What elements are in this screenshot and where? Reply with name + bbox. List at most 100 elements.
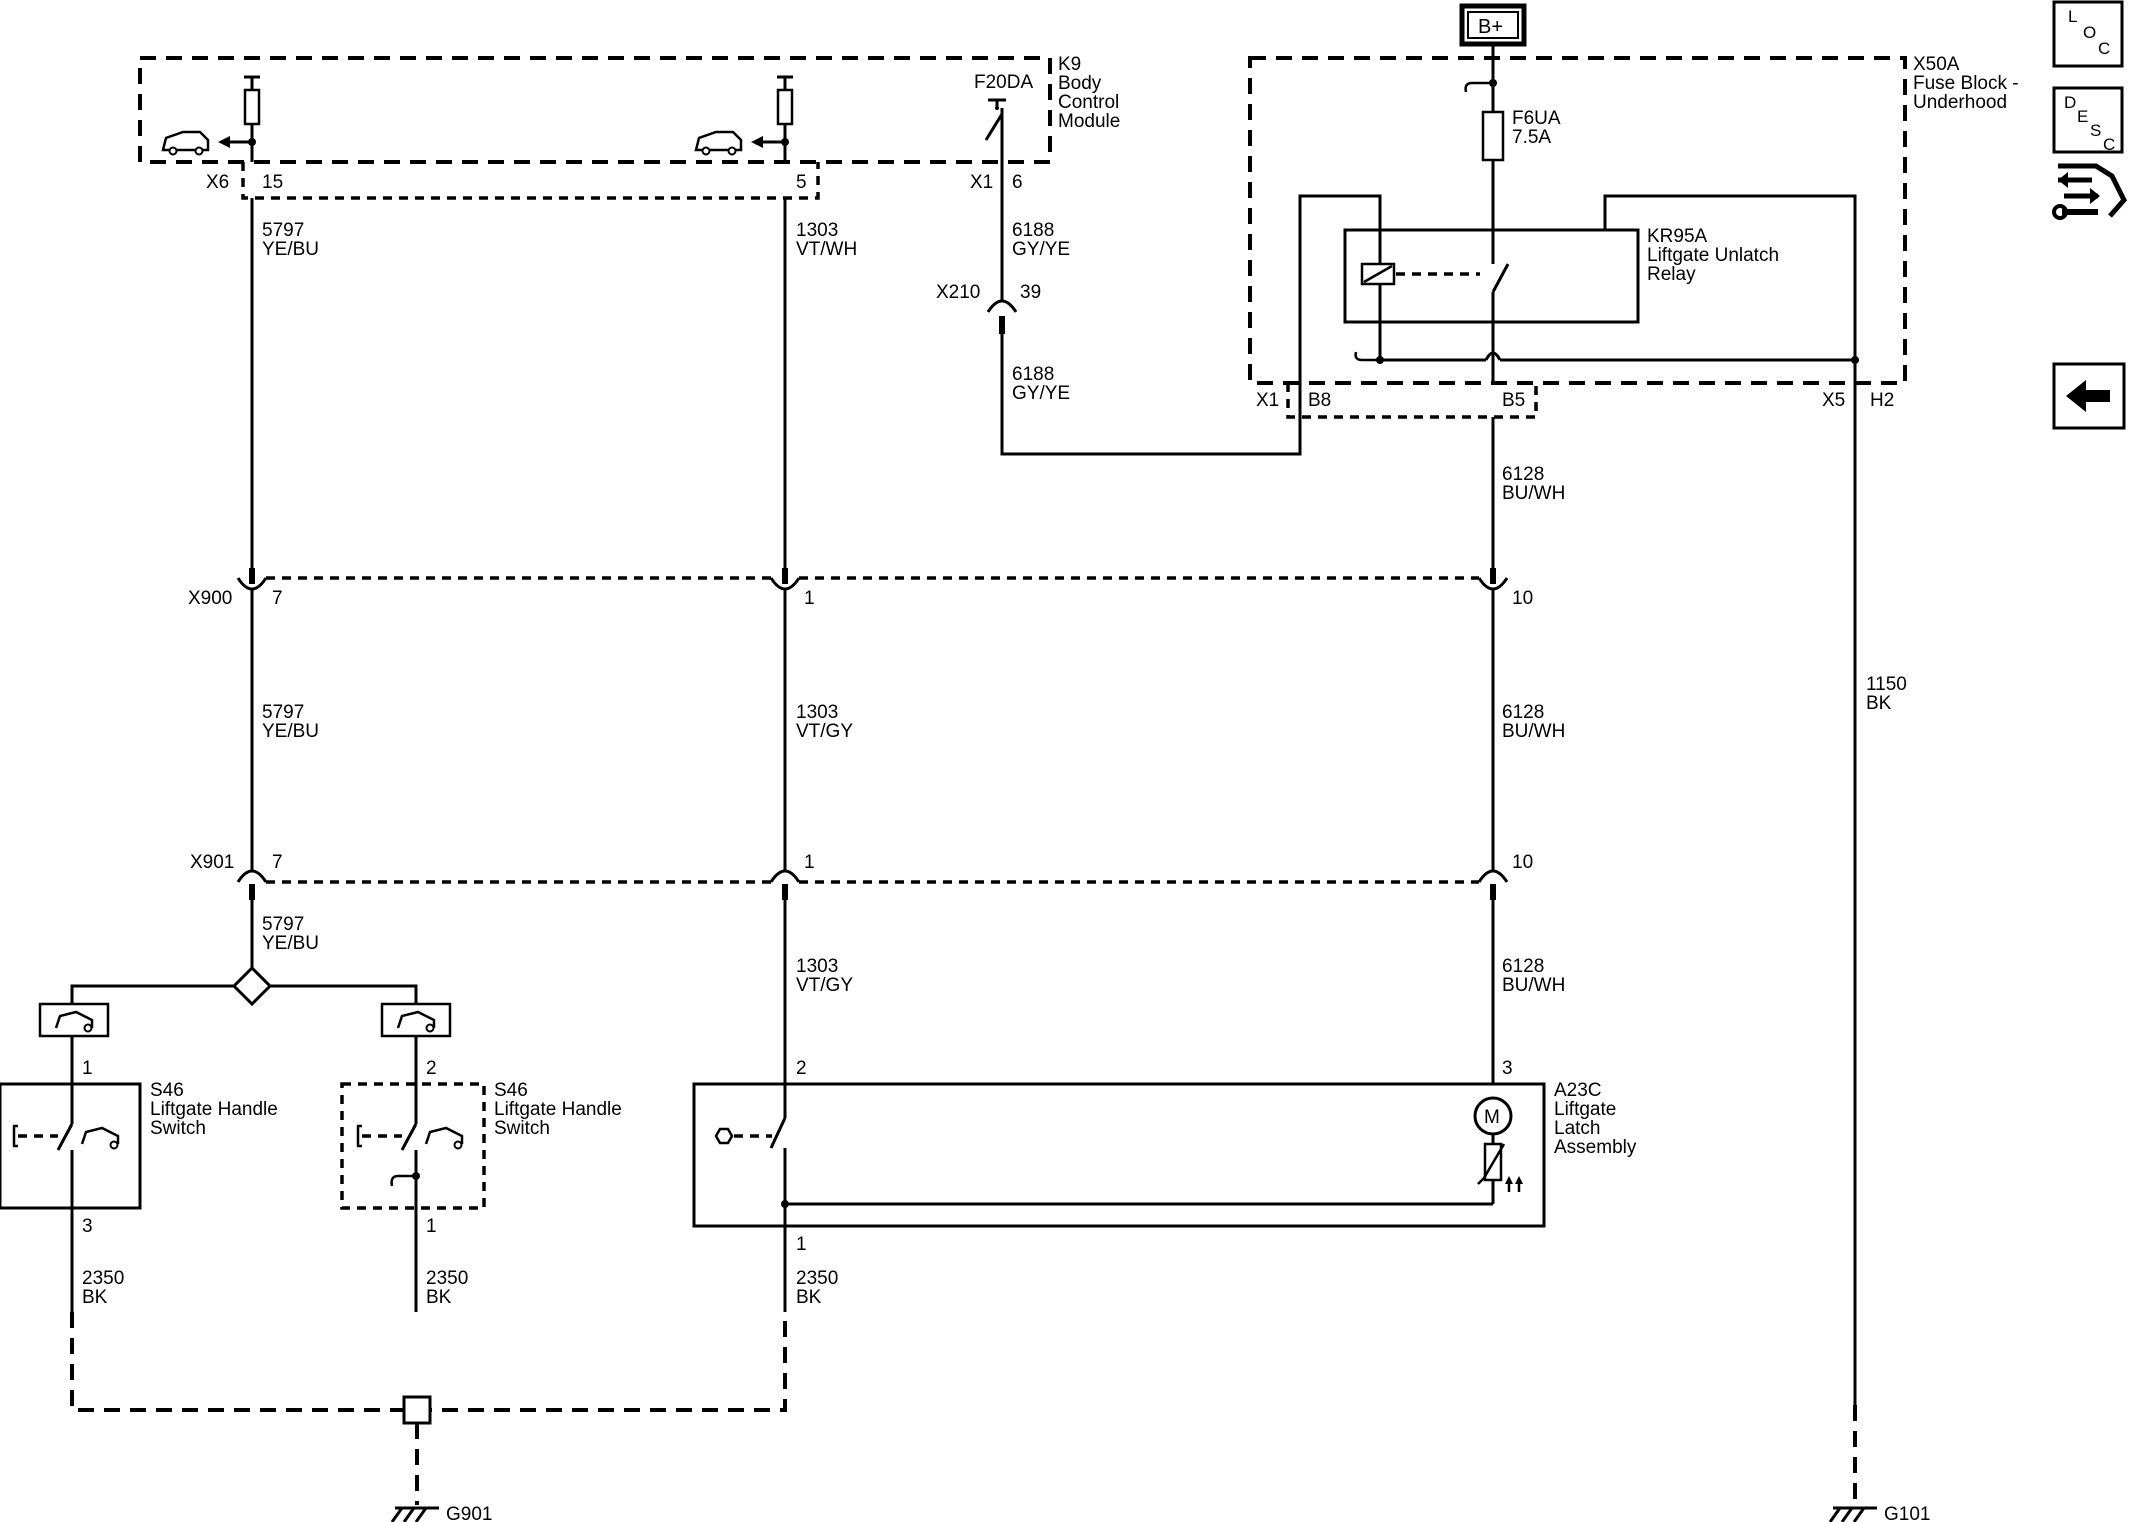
f20da-ref: F20DA [974,72,1033,93]
s46a-connector: 1 [38,1002,110,1084]
x901-pin1: 1 [804,852,815,873]
s46-liftgate-handle-switch-a: S46 Liftgate Handle Switch 3 [0,1080,278,1237]
a23c-line3: Assembly [1554,1137,1637,1158]
x50a-line2: Underhood [1913,92,2007,113]
diagnostic-wrench-icon[interactable] [2052,163,2127,220]
w2350c-color: BK [796,1287,822,1308]
liftgate-vehicle-icon [161,130,210,156]
s46a-pin-bottom: 3 [82,1216,93,1237]
x900-pin1: 1 [804,588,815,609]
bplus-label: B+ [1478,16,1503,38]
w6128c-circuit: 6128 [1502,956,1544,977]
x901-pin10: 10 [1512,852,1533,873]
k9-line1: Body [1058,73,1102,94]
back-arrow-button[interactable] [2052,362,2126,430]
w1150-color: BK [1866,693,1892,714]
location-view-button[interactable]: L O C [2052,0,2124,68]
s46b-connector: 2 [380,1002,452,1084]
w2350a-color: BK [82,1287,108,1308]
ground-g101: G101 [1828,1504,1930,1522]
w5797a-color: YE/BU [262,239,319,260]
a23c-liftgate-latch-assembly: A23C Liftgate Latch Assembly 2 3 1 M [692,1058,1637,1255]
w5797c-color: YE/BU [262,933,319,954]
w6128c-color: BU/WH [1502,975,1565,996]
w5797c-circuit: 5797 [262,914,304,935]
description-view-button[interactable]: D E S C [2052,86,2124,154]
battery-positive: B+ [1459,3,1527,58]
s46b-line2: Switch [494,1118,550,1139]
f6ua-ref: F6UA [1512,108,1561,129]
desc-e: E [2077,107,2088,126]
liftgate-vehicle-icon [694,130,743,156]
a23c-pin1: 1 [796,1234,807,1255]
loc-o: O [2083,23,2096,42]
ground-splice [402,1395,432,1425]
x901-ref: X901 [190,852,234,873]
w1303c-circuit: 1303 [796,956,838,977]
w1303a-color: VT/WH [796,239,857,260]
w1303b-color: VT/GY [796,721,853,742]
x210-pin: 39 [1020,282,1041,303]
x210-ref: X210 [936,282,980,303]
w1303a-circuit: 1303 [796,220,838,241]
w6188b-circuit: 6188 [1012,364,1054,385]
w6128a-circuit: 6128 [1502,464,1544,485]
w2350b-color: BK [426,1287,452,1308]
g901-label: G901 [446,1504,492,1522]
x900-pin7: 7 [272,588,283,609]
thermistor-icon [1477,1142,1523,1192]
f6ua-rating: 7.5A [1512,127,1551,148]
k9-body-control-module: K9 Body Control Module [138,54,1120,164]
x5-ref: X5 [1822,390,1845,411]
x1-fb-b5: B5 [1502,390,1525,411]
w6188a-color: GY/YE [1012,239,1070,260]
k9-ref: K9 [1058,54,1081,75]
k9-line2: Control [1058,92,1119,113]
s46b-ref: S46 [494,1080,528,1101]
w1303c-color: VT/GY [796,975,853,996]
x50a-line1: Fuse Block - [1913,73,2019,94]
s46b-pin-top: 2 [426,1058,437,1079]
k9-input-5 [694,75,794,162]
f20da-output: F20DA [974,72,1033,162]
desc-d: D [2064,93,2076,112]
w2350b-circuit: 2350 [426,1268,468,1289]
splice-pack [70,965,418,1007]
x50a-fuse-block: X50A Fuse Block - Underhood [1248,54,2019,385]
w6188b-color: GY/YE [1012,383,1070,404]
x901-connector: X901 7 1 10 [190,852,1533,900]
w5797b-circuit: 5797 [262,702,304,723]
x210-connector: X210 39 [936,282,1041,334]
motor-icon: M [1473,1096,1513,1136]
x50a-ref: X50A [1913,54,1960,75]
w5797b-color: YE/BU [262,721,319,742]
loc-l: L [2068,7,2077,26]
x6-pin5: 5 [796,172,807,193]
a23c-line1: Liftgate [1554,1099,1616,1120]
x6-pin15: 15 [262,172,283,193]
f6ua-fuse: F6UA 7.5A [1481,108,1561,162]
hex-actuator-icon [714,1127,734,1145]
w1303b-circuit: 1303 [796,702,838,723]
a23c-ref: A23C [1554,1080,1602,1101]
s46b-pin-bottom: 1 [426,1216,437,1237]
g101-label: G101 [1884,1504,1930,1522]
w2350c-circuit: 2350 [796,1268,838,1289]
kr95a-ref: KR95A [1647,226,1708,247]
desc-c: C [2103,135,2115,154]
x1-k9-ref: X1 [970,172,993,193]
w6128b-color: BU/WH [1502,721,1565,742]
x1-fb-b8: B8 [1308,390,1331,411]
back-arrow-icon [2066,380,2110,412]
loc-c: C [2098,39,2110,58]
w5797a-circuit: 5797 [262,220,304,241]
kr95a-line1: Liftgate Unlatch [1647,245,1779,266]
s46b-line1: Liftgate Handle [494,1099,622,1120]
x900-connector: X900 7 1 10 [188,568,1533,609]
k9-line3: Module [1058,111,1120,132]
a23c-pin3: 3 [1502,1058,1513,1079]
w2350a-circuit: 2350 [82,1268,124,1289]
w1150-circuit: 1150 [1866,674,1907,695]
kr95a-line2: Relay [1647,264,1696,285]
k9-input-15 [161,75,261,162]
